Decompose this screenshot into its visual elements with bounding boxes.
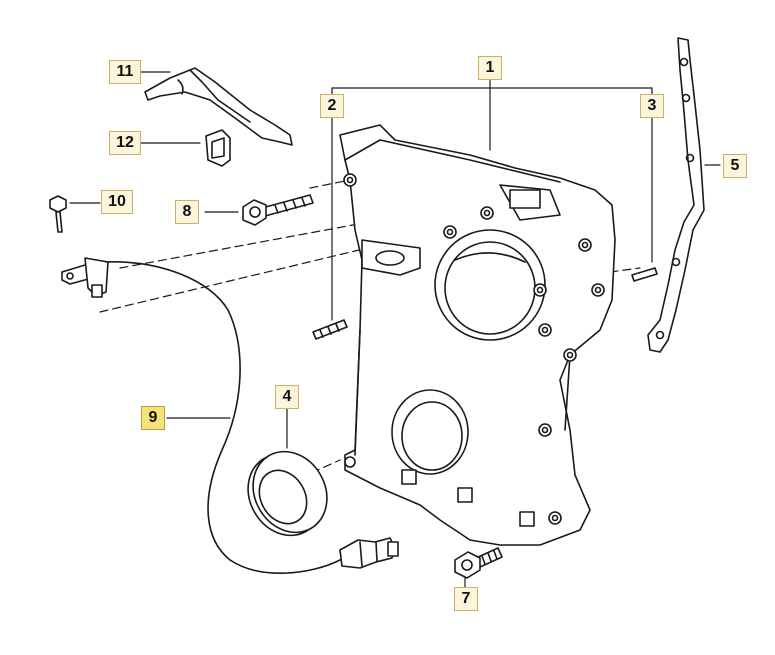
callout-8[interactable]: 8 — [175, 200, 199, 224]
callout-1[interactable]: 1 — [478, 56, 502, 80]
callout-4[interactable]: 4 — [275, 385, 299, 409]
cable-clip — [206, 130, 230, 166]
callout-12[interactable]: 12 — [109, 131, 141, 155]
bolt-sensor — [50, 196, 66, 232]
shaft-seal — [234, 438, 342, 549]
bolt-left — [243, 195, 313, 225]
callout-11[interactable]: 11 — [109, 60, 141, 84]
callout-9[interactable]: 9 — [141, 406, 165, 430]
callout-10[interactable]: 10 — [101, 190, 133, 214]
cable-guide-bracket — [145, 68, 292, 145]
dowel-pin-right — [632, 268, 657, 281]
callout-2[interactable]: 2 — [320, 94, 344, 118]
dowel-pin-left — [313, 320, 347, 339]
callout-5[interactable]: 5 — [723, 154, 747, 178]
timing-case-cover — [340, 125, 615, 545]
bolt-bottom — [455, 548, 502, 578]
crankshaft-sensor — [62, 258, 398, 573]
gasket — [648, 38, 704, 352]
callout-7[interactable]: 7 — [454, 587, 478, 611]
callout-3[interactable]: 3 — [640, 94, 664, 118]
